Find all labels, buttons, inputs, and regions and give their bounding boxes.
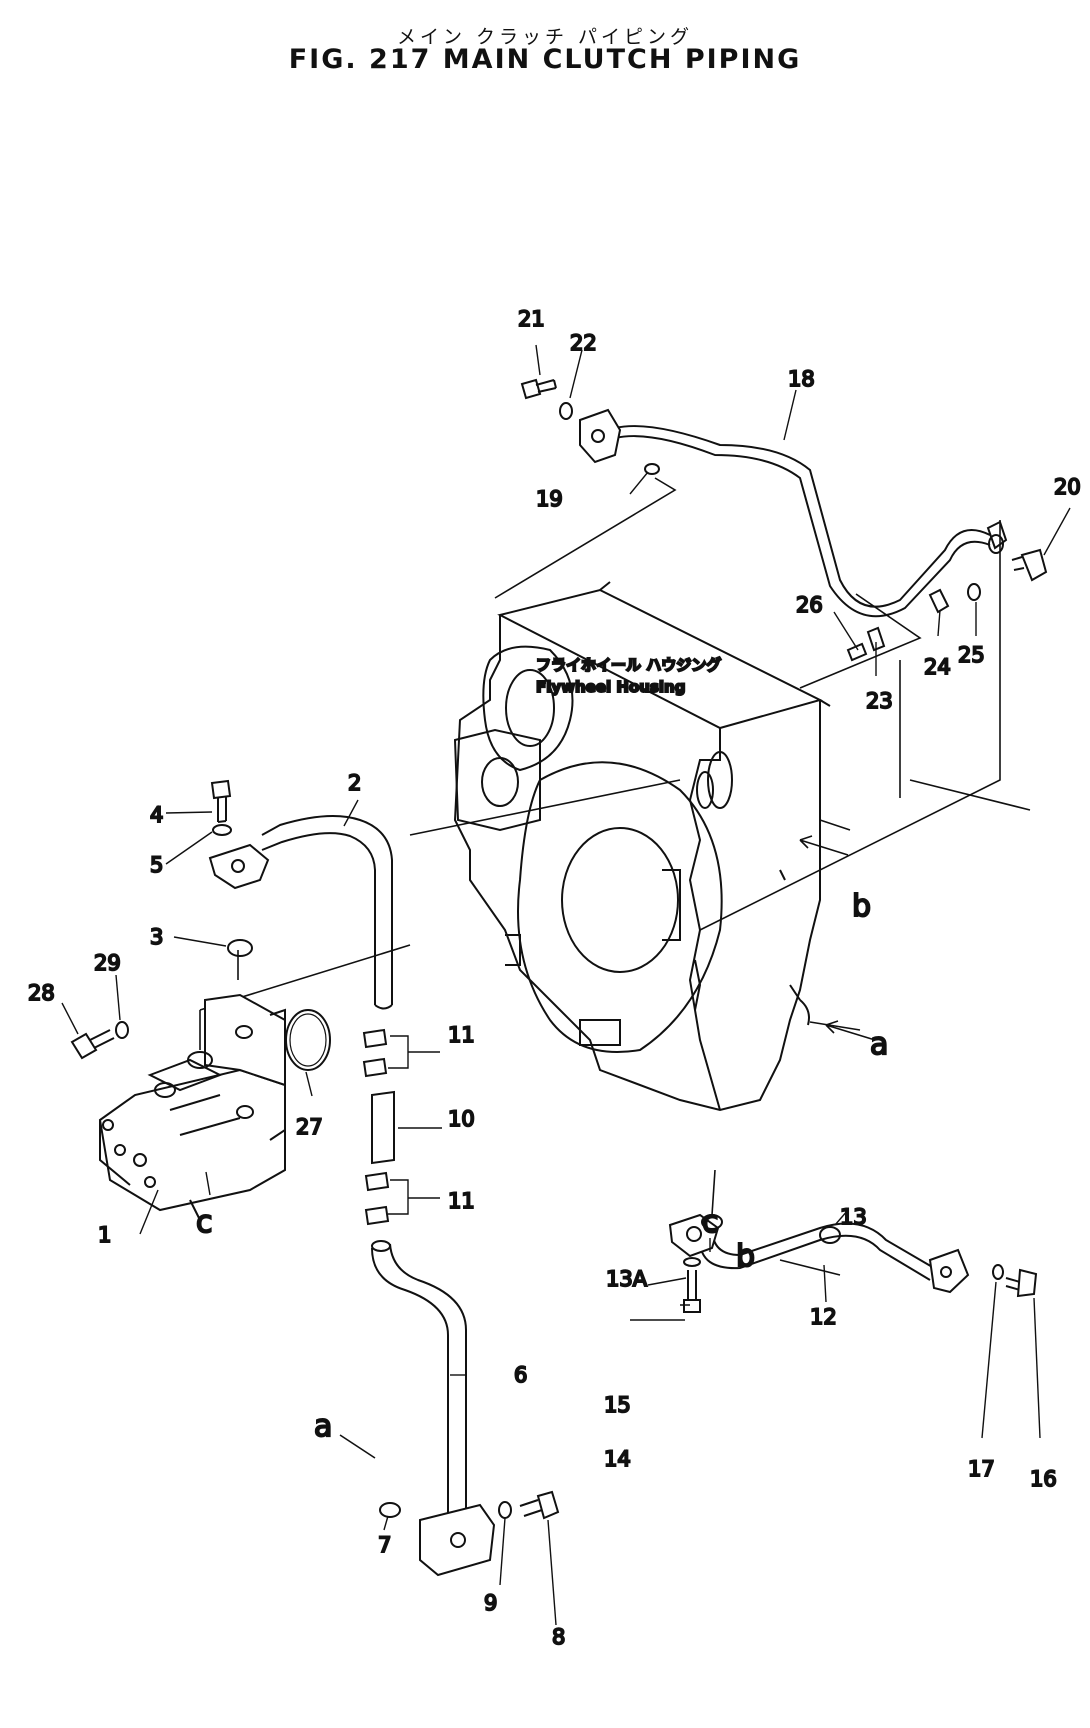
- callout-15: 15: [604, 1393, 631, 1417]
- washer-5: [212, 824, 232, 836]
- pipe-18: [579, 408, 1008, 618]
- callout-labels: 1 2 3 4 5 6 7 8 9 10 11 11 12 13 13A 14 …: [27, 306, 1082, 1650]
- callout-7: 7: [378, 1533, 391, 1557]
- bolt-16: [1005, 1268, 1038, 1298]
- callout-19: 19: [536, 487, 563, 511]
- pipe-6: [371, 1240, 496, 1577]
- flywheel-housing: [453, 581, 831, 1112]
- clamp-11-lower: [364, 1171, 390, 1226]
- callout-1: 1: [98, 1223, 111, 1247]
- callout-9: 9: [484, 1591, 497, 1615]
- letter-b-pipe: b: [736, 1239, 755, 1274]
- alignment-lines: [199, 477, 1031, 1050]
- callout-24: 24: [924, 655, 951, 679]
- callout-20: 20: [1054, 475, 1081, 499]
- connection-letters: a a b b c c: [195, 888, 889, 1445]
- bolt-21: [520, 378, 557, 400]
- washer-17: [992, 1264, 1004, 1280]
- callout-28: 28: [28, 981, 55, 1005]
- pump-assembly-1: [98, 993, 286, 1221]
- pipe-12: [668, 1213, 970, 1294]
- callout-14: 14: [604, 1447, 631, 1471]
- callout-11-upper: 11: [448, 1023, 475, 1047]
- callout-11-lower: 11: [448, 1189, 475, 1213]
- callout-25: 25: [958, 643, 985, 667]
- clamp-23: [866, 626, 886, 652]
- letter-c-pump: c: [196, 1205, 213, 1240]
- washer-29: [115, 1021, 129, 1039]
- o-ring-19: [644, 463, 660, 475]
- callout-23: 23: [866, 689, 893, 713]
- callout-29: 29: [94, 951, 121, 975]
- connector-20: [1011, 548, 1048, 582]
- washer-15: [683, 1257, 701, 1267]
- housing-label-english: Flywheel Housing: [536, 678, 685, 696]
- washer-9: [498, 1501, 512, 1519]
- leader-lines: [61, 344, 1071, 1626]
- flywheel-housing-label: フライホイール ハウジング Flywheel Housing: [535, 655, 722, 697]
- callout-8: 8: [552, 1625, 565, 1649]
- figure-title-japanese: メイン クラッチ パイピング: [396, 26, 694, 48]
- pipe-2: [208, 815, 393, 1010]
- callout-27: 27: [296, 1115, 323, 1139]
- hose-10: [371, 1090, 395, 1165]
- nut-near-20: [988, 534, 1004, 554]
- callout-22: 22: [570, 331, 597, 355]
- bolt-14: [683, 1270, 701, 1313]
- callout-18: 18: [788, 367, 815, 391]
- callout-16: 16: [1030, 1467, 1057, 1491]
- callout-17: 17: [968, 1457, 995, 1481]
- letter-c-pipe: c: [702, 1205, 719, 1240]
- clamp-11-upper: [362, 1028, 388, 1078]
- callout-4: 4: [150, 803, 163, 827]
- bolt-8: [519, 1490, 560, 1520]
- letter-a-housing: a: [870, 1027, 888, 1062]
- callout-12: 12: [810, 1305, 837, 1329]
- callout-21: 21: [518, 307, 545, 331]
- plug-3: [227, 939, 253, 957]
- washer-22: [559, 402, 573, 420]
- o-ring-7: [379, 1502, 401, 1518]
- letter-a-pipe: a: [314, 1409, 332, 1444]
- connection-arrows: [339, 835, 876, 1459]
- callout-5: 5: [150, 853, 163, 877]
- bolt-26: [846, 642, 868, 662]
- figure-title: FIG. 217 MAIN CLUTCH PIPING: [288, 44, 802, 75]
- callout-2: 2: [348, 771, 361, 795]
- o-ring-27: [285, 1009, 331, 1071]
- callout-10: 10: [448, 1107, 475, 1131]
- bolt-4: [210, 779, 232, 823]
- bolt-28: [70, 1029, 115, 1060]
- clip-24: [928, 588, 950, 614]
- o-ring-13: [819, 1226, 841, 1244]
- callout-6: 6: [514, 1363, 527, 1387]
- callout-26: 26: [796, 593, 823, 617]
- housing-label-japanese: フライホイール ハウジング: [536, 656, 721, 674]
- callout-13a: 13A: [606, 1267, 648, 1291]
- callout-3: 3: [150, 925, 163, 949]
- nut-25: [967, 583, 981, 601]
- letter-b-housing: b: [852, 889, 871, 924]
- callout-13: 13: [840, 1205, 867, 1229]
